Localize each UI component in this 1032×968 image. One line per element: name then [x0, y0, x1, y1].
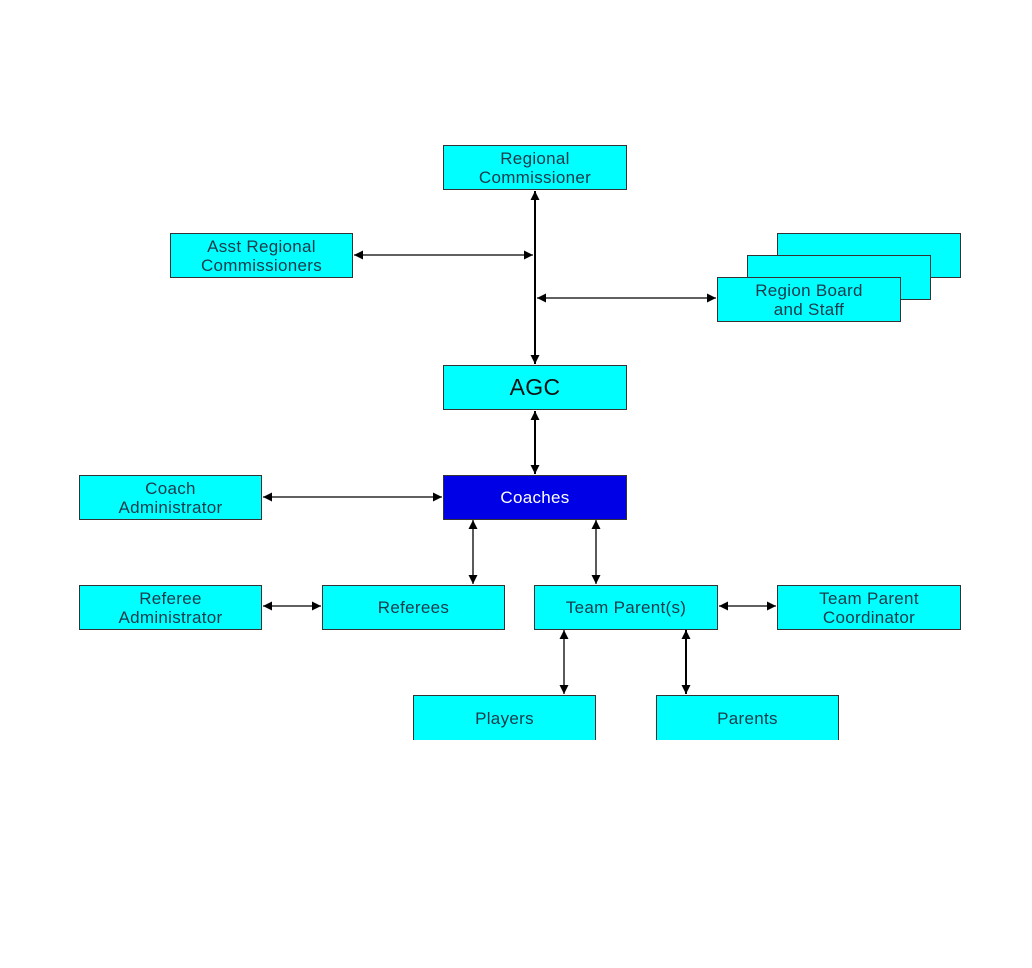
region-board-staff-box[interactable]: Region Board and Staff [717, 277, 901, 322]
players-box[interactable]: Players [413, 695, 596, 740]
asst-regional-commissioners-box[interactable]: Asst Regional Commissioners [170, 233, 353, 278]
referees-label: Referees [377, 598, 450, 617]
region-board-staff-line1: Region Board [755, 280, 863, 300]
coaches-label: Coaches [500, 488, 570, 507]
team-parent-coordinator-line1: Team Parent [819, 588, 919, 608]
team-parents-box[interactable]: Team Parent(s) [534, 585, 718, 630]
referee-administrator-box[interactable]: Referee Administrator [79, 585, 262, 630]
agc-label: AGC [509, 374, 561, 400]
regional-commissioner-box[interactable]: Regional Commissioner [443, 145, 627, 190]
players-label: Players [475, 708, 534, 728]
regional-commissioner-line2: Commissioner [478, 167, 592, 187]
coach-administrator-line2: Administrator [118, 497, 223, 517]
coaches-box[interactable]: Coaches [443, 475, 627, 520]
coach-administrator-line1: Coach [145, 478, 196, 498]
coach-administrator-box[interactable]: Coach Administrator [79, 475, 262, 520]
parents-label: Parents [717, 708, 778, 728]
regional-commissioner-line1: Regional [500, 148, 570, 168]
team-parent-coordinator-line2: Coordinator [822, 607, 916, 627]
asst-regional-commissioners-line2: Commissioners [200, 255, 323, 275]
asst-regional-commissioners-line1: Asst Regional [207, 236, 316, 256]
referee-administrator-line2: Administrator [118, 607, 223, 627]
region-board-staff-line2: and Staff [773, 299, 845, 319]
parents-box[interactable]: Parents [656, 695, 839, 740]
agc-box[interactable]: AGC [443, 365, 627, 410]
team-parent-coordinator-box[interactable]: Team Parent Coordinator [777, 585, 961, 630]
team-parents-label: Team Parent(s) [565, 598, 687, 617]
referee-administrator-line1: Referee [139, 588, 202, 608]
referees-box[interactable]: Referees [322, 585, 505, 630]
